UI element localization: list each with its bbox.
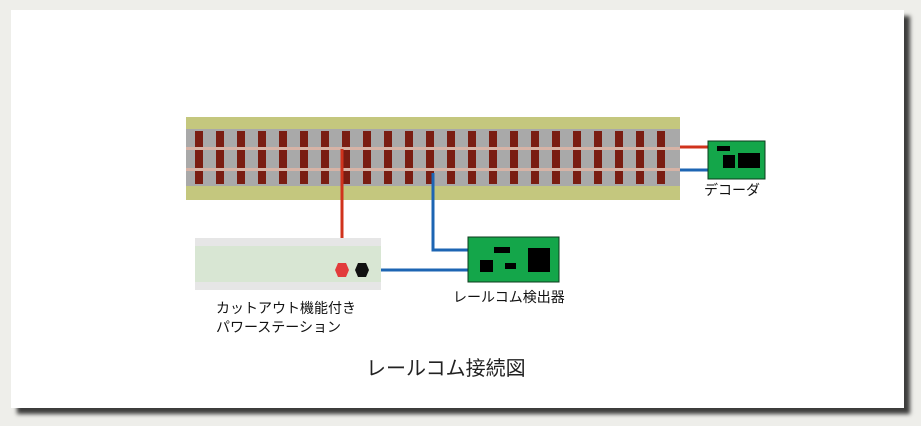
terminal-red (335, 263, 349, 277)
track-sleeper (636, 131, 644, 184)
track-sleeper (468, 131, 476, 184)
decoder-chip-left (723, 155, 735, 168)
detector-label: レールコム検出器 (453, 290, 565, 306)
track-sleeper (216, 131, 224, 184)
track-sleeper (237, 131, 245, 184)
track-sleeper (342, 131, 350, 184)
track-sleeper (279, 131, 287, 184)
decoder (707, 140, 766, 180)
rail-top (186, 147, 680, 150)
track-sleeper (363, 131, 371, 184)
detector-chip-left (480, 260, 493, 272)
track-sleeper (552, 131, 560, 184)
track-sleeper (573, 131, 581, 184)
power-station-label-line2: パワーステーション (216, 320, 341, 336)
detector-chip-large (528, 248, 550, 272)
track-sleeper (300, 131, 308, 184)
track-sleeper (321, 131, 329, 184)
power-station-label-line1: カットアウト機能付き (216, 301, 356, 317)
diagram-panel: デコーダ レールコム検出器 カットアウト機能付き パワーステーション レールコム… (11, 10, 904, 408)
track-sleeper (384, 131, 392, 184)
railcom-detector (467, 236, 560, 283)
detector-chip-mid (505, 263, 516, 269)
track-sleeper (426, 131, 434, 184)
track-sleeper (594, 131, 602, 184)
track-sleepers (195, 131, 665, 184)
terminal-black (355, 263, 369, 277)
decoder-chip-large (738, 153, 760, 168)
track-sleeper (489, 131, 497, 184)
wire-blue-track-to-detector (431, 173, 468, 252)
track-sleeper (615, 131, 623, 184)
track-sleeper (531, 131, 539, 184)
rail-bottom (186, 168, 680, 171)
decoder-label: デコーダ (704, 182, 760, 199)
power-station-bottom-trim (195, 282, 381, 290)
power-station (195, 238, 381, 290)
decoder-chip-small (717, 146, 730, 151)
power-station-body (195, 246, 381, 282)
power-station-top-trim (195, 238, 381, 246)
track-sleeper (447, 131, 455, 184)
track-sleeper (405, 131, 413, 184)
track-sleeper (195, 131, 203, 184)
track (186, 117, 680, 200)
diagram-caption: レールコム接続図 (366, 356, 526, 380)
track-sleeper (657, 131, 665, 184)
detector-chip-small (494, 247, 510, 253)
track-sleeper (510, 131, 518, 184)
rallcom-connection-diagram: デコーダ レールコム検出器 カットアウト機能付き パワーステーション レールコム… (186, 117, 766, 380)
track-sleeper (258, 131, 266, 184)
